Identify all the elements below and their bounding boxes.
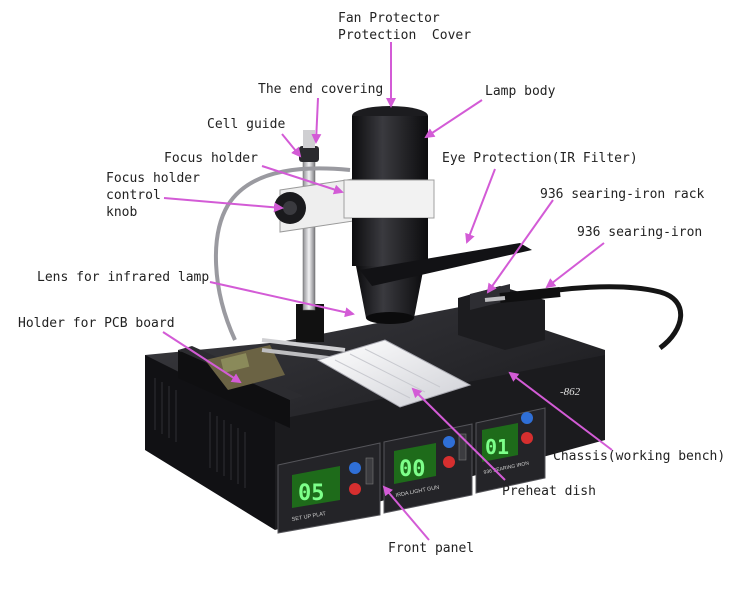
arrow-focus-holder bbox=[261, 165, 344, 195]
label-lens: Lens for infrared lamp bbox=[37, 270, 210, 285]
arrow-front-panel bbox=[382, 485, 430, 541]
display-left: 05 bbox=[292, 466, 340, 508]
label-focus-knob-line1: Focus holder bbox=[106, 171, 200, 186]
arrow-cell-guide bbox=[281, 133, 302, 158]
arrow-searing-iron bbox=[545, 242, 605, 289]
down-button-left[interactable] bbox=[349, 483, 361, 495]
arrow-focus-knob bbox=[163, 197, 284, 213]
power-switch-left[interactable] bbox=[365, 457, 374, 485]
label-fan-protector: Fan Protector bbox=[338, 11, 440, 26]
label-cell-guide: Cell guide bbox=[207, 117, 286, 132]
label-searing-iron: 936 searing-iron bbox=[577, 225, 703, 240]
label-front-panel: Front panel bbox=[388, 541, 475, 556]
up-button-right[interactable] bbox=[521, 412, 533, 424]
label-protection-cover: Protection Cover bbox=[338, 28, 472, 43]
label-eye-protection: Eye Protection(IR Filter) bbox=[442, 151, 638, 166]
arrow-preheat-dish bbox=[411, 387, 506, 481]
label-pcb-holder: Holder for PCB board bbox=[18, 316, 175, 331]
arrow-lens bbox=[209, 281, 355, 318]
stand-pole bbox=[296, 130, 324, 342]
arrow-lamp-body bbox=[424, 99, 483, 139]
lamp-body bbox=[343, 106, 435, 324]
arrow-chassis bbox=[508, 371, 613, 451]
up-button-middle[interactable] bbox=[443, 436, 455, 448]
vent-slots bbox=[154, 378, 246, 488]
arrow-pcb-holder bbox=[162, 331, 242, 384]
gooseneck-cable bbox=[213, 166, 351, 341]
annotation-arrows bbox=[162, 42, 613, 541]
label-focus-knob-line2: control bbox=[106, 188, 161, 203]
ir-filter-shield bbox=[360, 243, 532, 286]
display-left-value: 05 bbox=[298, 481, 325, 506]
display-middle: 00 bbox=[394, 443, 436, 484]
preheat-dish bbox=[316, 339, 472, 408]
down-button-right[interactable] bbox=[521, 432, 533, 444]
display-right: 01 bbox=[482, 423, 518, 462]
arrow-end-covering bbox=[311, 97, 322, 144]
down-button-middle[interactable] bbox=[443, 456, 455, 468]
pcb-holder bbox=[178, 338, 346, 428]
label-iron-rack: 936 searing-iron rack bbox=[540, 187, 705, 202]
searing-iron-rack bbox=[458, 284, 684, 351]
front-panel: 05 00 01 SET UP PLAT IRDA LIGHT GUN 936 … bbox=[277, 407, 546, 534]
arrow-eye-protection bbox=[465, 168, 496, 244]
power-switch-middle[interactable] bbox=[458, 433, 467, 461]
label-focus-knob-line3: knob bbox=[106, 205, 138, 220]
arrow-iron-rack bbox=[486, 199, 554, 294]
label-end-covering: The end covering bbox=[258, 82, 384, 97]
label-lamp-body: Lamp body bbox=[485, 84, 556, 99]
up-button-left[interactable] bbox=[349, 462, 361, 474]
label-chassis: Chassis(working bench) bbox=[553, 449, 726, 464]
model-label: -862 bbox=[560, 386, 581, 398]
display-right-value: 01 bbox=[485, 435, 509, 459]
display-middle-value: 00 bbox=[399, 457, 426, 482]
label-preheat-dish: Preheat dish bbox=[502, 484, 596, 499]
label-focus-holder: Focus holder bbox=[164, 151, 258, 166]
